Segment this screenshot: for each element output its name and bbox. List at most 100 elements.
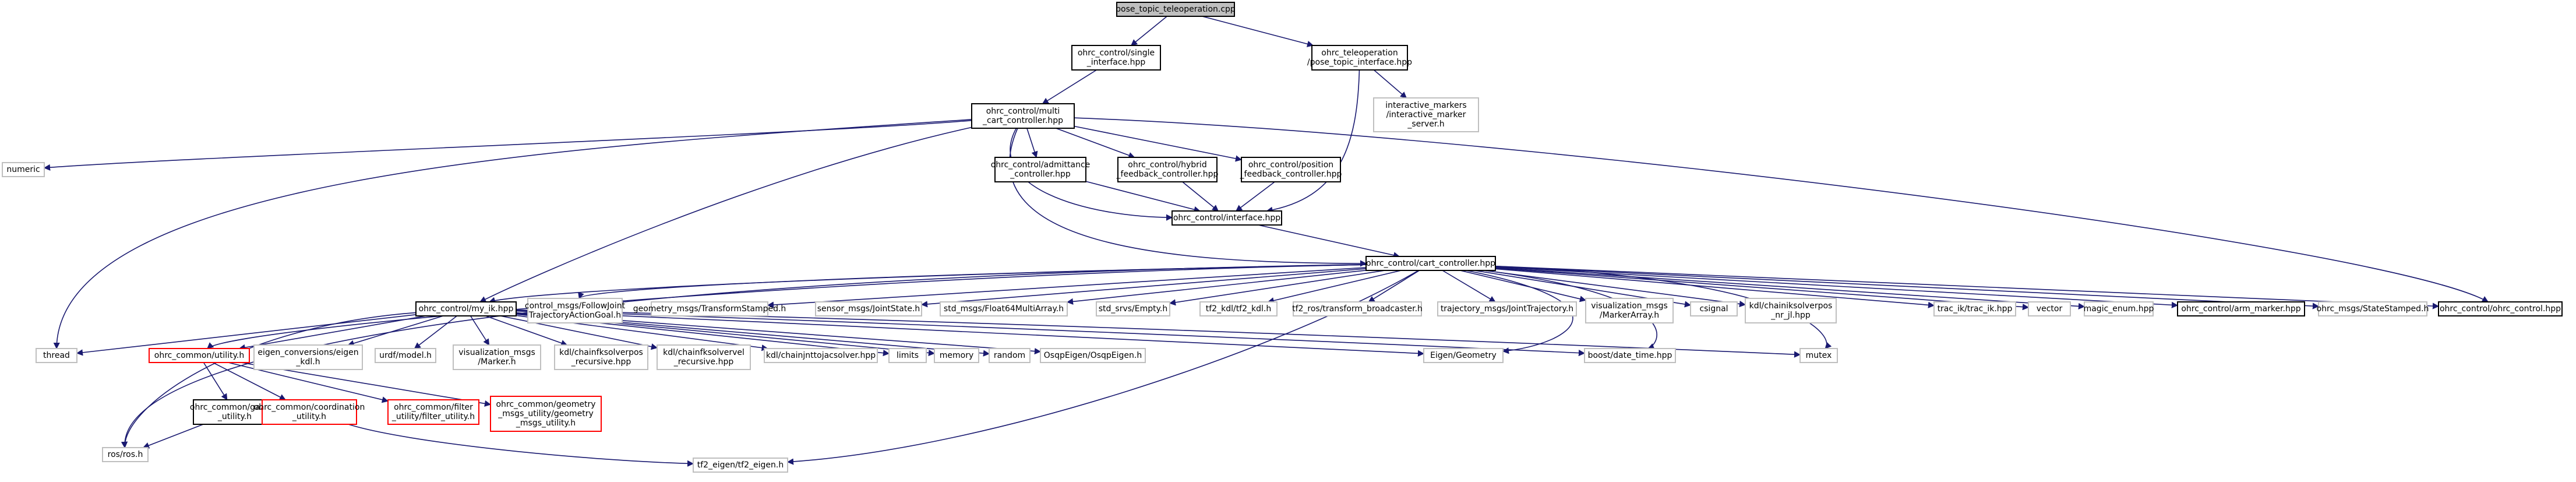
node-intmarker: interactive_markers/interactive_marker_s… [1373, 97, 1479, 132]
node-geomutil[interactable]: ohrc_common/geometry_msgs_utility/geomet… [490, 396, 602, 432]
node-label: mutex [1806, 351, 1832, 360]
node-vismarker: visualization_msgs/Marker.h [453, 344, 541, 370]
edge-multi-to-numeric [43, 119, 972, 171]
node-urdf: urdf/model.h [375, 348, 436, 363]
node-label: ohrc_control/interface.hpp [1173, 213, 1280, 223]
node-position[interactable]: ohrc_control/position_feedback_controlle… [1240, 157, 1342, 182]
node-nrjl: kdl/chainiksolverpos_nr_jl.hpp [1745, 298, 1837, 323]
node-box [2028, 301, 2071, 316]
node-box [693, 458, 788, 473]
edge-root-to-single [1130, 16, 1167, 46]
edge-cart-to-magic [1495, 267, 2085, 310]
node-gazebo[interactable]: ohrc_common/gazebo_utility.h [190, 399, 280, 425]
node-box [940, 301, 1068, 316]
node-label: /MarkerArray.h [1600, 311, 1659, 320]
node-label: interactive_markers [1385, 101, 1466, 110]
node-label: ohrc_common/gazebo [190, 403, 280, 412]
node-box [1365, 256, 1496, 271]
node-label: std_msgs/Float64MultiArray.h [944, 304, 1064, 314]
node-label: ohrc_control/arm_marker.hpp [2181, 304, 2300, 314]
node-thread: thread [36, 348, 77, 363]
node-multi[interactable]: ohrc_control/multi_cart_controller.hpp [971, 103, 1075, 129]
node-label: _interface.hpp [1086, 58, 1146, 67]
edge-cart-to-tfeigen [786, 270, 1419, 465]
edge-myik-to-urdf [414, 315, 457, 349]
node-boostdt: boost/date_time.hpp [1584, 348, 1676, 363]
node-box [1311, 45, 1408, 71]
node-cart[interactable]: ohrc_control/cart_controller.hpp [1365, 256, 1496, 271]
edge-gazebo-to-ros [142, 424, 204, 449]
edge-position-to-iface [1236, 181, 1275, 212]
node-box [994, 157, 1086, 182]
edge-cart-to-eigengeom [1466, 270, 1573, 354]
edge-myik-to-thread [76, 314, 417, 356]
node-tracik: trac_ik/trac_ik.hpp [1933, 301, 2016, 316]
node-myik[interactable]: ohrc_control/my_ik.hpp [415, 301, 517, 316]
node-label: OsqpEigen/OsqpEigen.h [1044, 351, 1142, 360]
node-label: _controller.hpp [1010, 170, 1071, 179]
edge-cart-to-armmarker [1495, 266, 2179, 308]
edge-hybrid-to-iface [1182, 181, 1219, 212]
node-label: ohrc_teleoperation [1321, 48, 1398, 58]
node-empty: std_srvs/Empty.h [1096, 301, 1170, 316]
edge-cart-to-jointstate [920, 268, 1367, 308]
node-iface[interactable]: ohrc_control/interface.hpp [1171, 210, 1282, 226]
node-ros: ros/ros.h [102, 447, 149, 462]
node-memory: memory [934, 348, 979, 363]
node-admit[interactable]: ohrc_control/admittance_controller.hpp [991, 157, 1091, 182]
node-label: geometry_msgs/TransformStamped.h [633, 304, 786, 314]
node-label: visualization_msgs [458, 348, 535, 357]
node-label: kdl/chainfksolverpos [559, 348, 643, 357]
node-label: random [994, 351, 1025, 360]
edge-posetopic-to-iface [1266, 69, 1360, 213]
node-armmarker[interactable]: ohrc_control/arm_marker.hpp [2177, 301, 2305, 316]
node-box [1584, 348, 1676, 363]
edge-cart-to-empty [1169, 270, 1385, 306]
node-filter[interactable]: ohrc_common/filter_utility/filter_utilit… [387, 399, 479, 425]
node-jtraj: trajectory_msgs/JointTrajectory.h [1437, 301, 1577, 316]
node-label: control_msgs/FollowJoint [525, 301, 626, 311]
node-eigenconv: eigen_conversions/eigen_kdl.h [253, 344, 363, 370]
node-tfkdl: tf2_kdl/tf2_kdl.h [1199, 301, 1278, 316]
node-box [1745, 298, 1837, 323]
node-coord[interactable]: ohrc_common/coordination_utility.h [254, 399, 365, 425]
node-box [262, 399, 357, 425]
edge-myik-to-fksolverpos [485, 315, 568, 346]
node-box [1171, 210, 1282, 226]
node-utility[interactable]: ohrc_common/utility.h [149, 348, 250, 363]
node-csignal: csignal [1690, 301, 1738, 316]
node-box [253, 344, 363, 370]
edge-cart-to-nrjl [1484, 270, 1746, 308]
node-box [2084, 301, 2154, 316]
node-single[interactable]: ohrc_control/single_interface.hpp [1071, 45, 1161, 71]
node-box [1437, 301, 1577, 316]
edge-multi-to-position [1074, 125, 1243, 162]
node-box [149, 348, 250, 363]
node-posetopic[interactable]: ohrc_teleoperation/pose_topic_interface.… [1307, 45, 1412, 71]
node-box [415, 301, 517, 316]
edge-coord-to-tfeigen [348, 424, 694, 467]
node-fksolverpos: kdl/chainfksolverpos_recursive.hpp [554, 344, 648, 370]
node-osqp: OsqpEigen/OsqpEigen.h [1040, 348, 1146, 363]
edge-cart-to-follow [578, 264, 1367, 300]
node-numeric: numeric [2, 162, 45, 177]
node-label: vector [2037, 304, 2063, 314]
node-hybrid[interactable]: ohrc_control/hybrid_feedback_controller.… [1116, 157, 1219, 182]
node-box [1585, 298, 1674, 323]
node-statest: ohrc_msgs/StateStamped.h [2317, 301, 2429, 316]
dependency-edges [43, 16, 2489, 467]
node-label: ohrc_common/filter [394, 403, 473, 412]
node-label: thread [43, 351, 70, 360]
node-box [490, 396, 602, 432]
node-box [387, 399, 479, 425]
node-label: ohrc_control/cart_controller.hpp [1366, 259, 1495, 268]
edge-myik-to-fksolvervel [500, 315, 658, 350]
node-label: _utility/filter_utility.h [391, 412, 475, 421]
node-label: /interactive_marker [1386, 110, 1466, 119]
node-label: boost/date_time.hpp [1588, 351, 1672, 360]
node-ohrcctl[interactable]: ohrc_control/ohrc_control.hpp [2438, 301, 2563, 316]
node-jointstate: sensor_msgs/JointState.h [815, 301, 922, 316]
node-box [453, 344, 541, 370]
node-label: kdl/chainfksolvervel [663, 348, 744, 357]
node-label: _recursive.hpp [571, 357, 631, 367]
